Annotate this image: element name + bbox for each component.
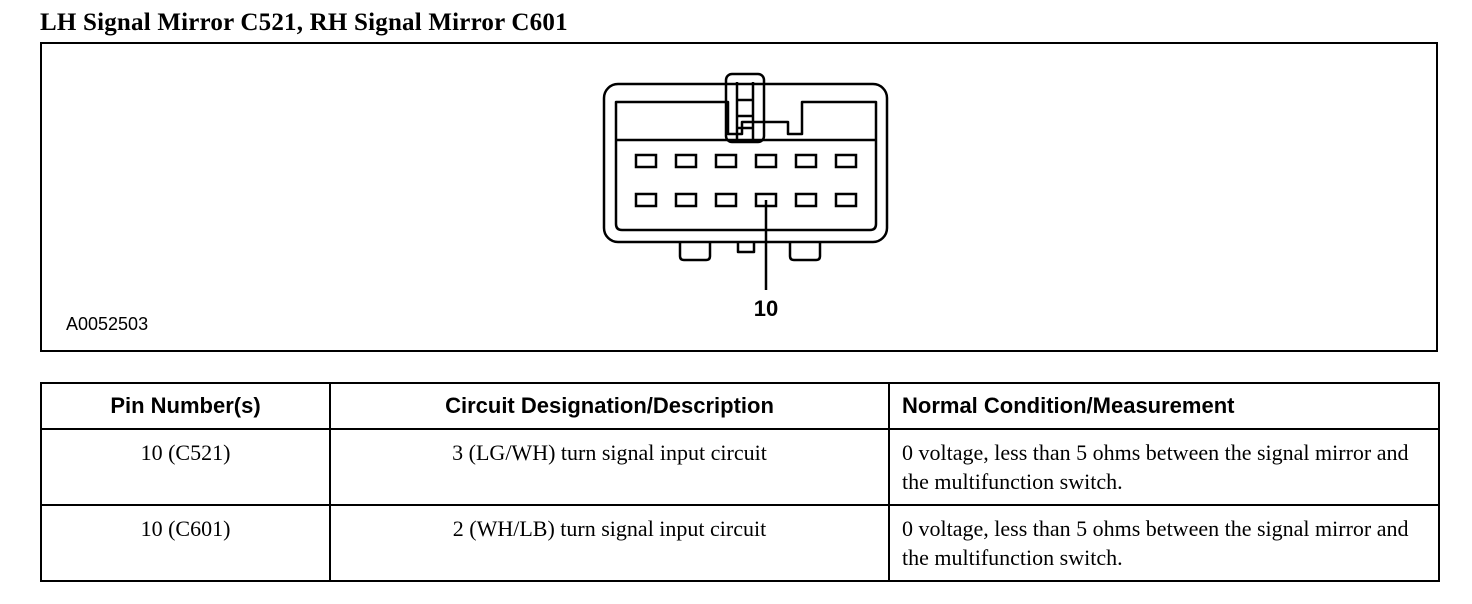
table-header-row: Pin Number(s) Circuit Designation/Descri… [40, 382, 1440, 430]
table-row: 10 (C521) 3 (LG/WH) turn signal input ci… [40, 428, 1440, 506]
connector-figure: 10 A0052503 [40, 42, 1438, 352]
figure-id: A0052503 [66, 314, 149, 334]
connector-face-diagram: 10 [602, 72, 889, 321]
column-header-pin: Pin Number(s) [40, 382, 331, 430]
connector-key-right [788, 242, 822, 262]
terminal-row-bottom [634, 192, 858, 208]
connector-latch [724, 72, 766, 144]
connector-housing [602, 82, 889, 244]
cell-circuit: 2 (WH/LB) turn signal input circuit [329, 504, 890, 582]
pin-table: Pin Number(s) Circuit Designation/Descri… [40, 382, 1440, 582]
cell-measurement: 0 voltage, less than 5 ohms between the … [888, 504, 1440, 582]
connector-key-left [678, 242, 712, 262]
cell-circuit: 3 (LG/WH) turn signal input circuit [329, 428, 890, 506]
connector-key-center [736, 242, 756, 254]
pin-callout-label: 10 [754, 296, 778, 321]
column-header-measurement: Normal Condition/Measurement [888, 382, 1440, 430]
page-title: LH Signal Mirror C521, RH Signal Mirror … [40, 9, 568, 36]
terminal-row-top [634, 153, 858, 169]
column-header-circuit: Circuit Designation/Description [329, 382, 890, 430]
cell-pin: 10 (C601) [40, 504, 331, 582]
cell-pin: 10 (C521) [40, 428, 331, 506]
cell-measurement: 0 voltage, less than 5 ohms between the … [888, 428, 1440, 506]
connector-inner-shell [614, 100, 878, 232]
table-row: 10 (C601) 2 (WH/LB) turn signal input ci… [40, 504, 1440, 582]
